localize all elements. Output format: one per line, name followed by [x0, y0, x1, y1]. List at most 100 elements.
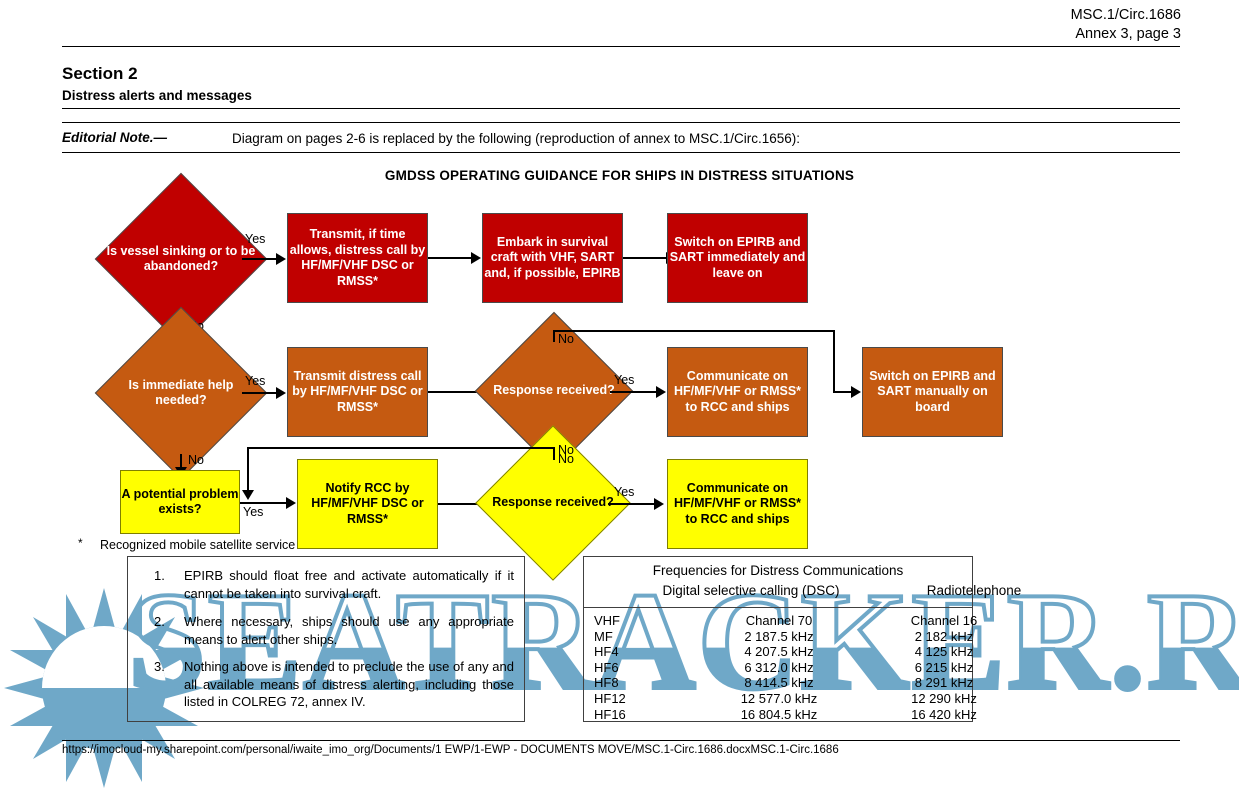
- cell-rt: 6 215 kHz: [914, 659, 974, 675]
- cell-band: HF8: [594, 675, 619, 691]
- divider-4: [62, 152, 1180, 153]
- edge-d2r-no-across: [553, 330, 835, 332]
- process-switch-on-epirb-sart[interactable]: Switch on EPIRB and SART immediately and…: [667, 213, 808, 303]
- table-row: HF16 16 804.5 kHz 16 420 kHz: [584, 706, 977, 723]
- cell-rt: 8 291 kHz: [914, 675, 974, 691]
- edge-d2r-nob-across: [247, 447, 555, 449]
- cell-rt: 4 125 kHz: [914, 644, 974, 660]
- footnote-text: Recognized mobile satellite service: [100, 538, 296, 552]
- process-communicate-rcc-ships-2[interactable]: Communicate on HF/MF/VHF or RMSS* to RCC…: [667, 347, 808, 437]
- edge-r2b1-d2r: [428, 391, 488, 393]
- edge-r1b1-r1b2: [428, 257, 473, 259]
- table-row: MF 2 187.5 kHz 2 182 kHz: [584, 628, 973, 645]
- arrow-d2r-no: [851, 386, 861, 398]
- cell-dsc: 4 207.5 kHz: [744, 644, 814, 660]
- frequencies-table: Frequencies for Distress Communications …: [583, 556, 1021, 723]
- edge-d2-no: [180, 454, 182, 476]
- footnote-marker: *: [78, 536, 83, 550]
- arrow-d2r-nob: [242, 490, 254, 500]
- list-item: 2. Where necessary, ships should use any…: [154, 613, 514, 648]
- edge-d3r-no-up: [553, 455, 555, 460]
- decision-is-vessel-sinking[interactable]: Is vessel sinking or to be abandoned?: [94, 172, 268, 346]
- edge-d2r-yes: [610, 391, 658, 393]
- decision-response-received-3[interactable]: Response received?: [475, 425, 631, 581]
- editorial-note-text: Diagram on pages 2-6 is replaced by the …: [232, 131, 801, 146]
- process-switch-on-epirb-sart-manual[interactable]: Switch on EPIRB and SART manually on boa…: [862, 347, 1003, 437]
- note-text: EPIRB should float free and activate aut…: [184, 568, 514, 601]
- process-notify-rcc[interactable]: Notify RCC by HF/MF/VHF DSC or RMSS*: [297, 459, 438, 549]
- page-header: MSC.1/Circ.1686 Annex 3, page 3: [1071, 6, 1181, 44]
- edge-r1b2-r1b3: [623, 257, 668, 259]
- document-page: MSC.1/Circ.1686 Annex 3, page 3 Section …: [62, 6, 1181, 756]
- edge-label-no-2: No: [188, 453, 204, 467]
- edge-label-yes-3r: Yes: [614, 485, 635, 499]
- arrow-d1-yes: [276, 253, 286, 265]
- cell-rt: 12 290 kHz: [911, 690, 977, 706]
- list-item: 1. EPIRB should float free and activate …: [154, 567, 514, 602]
- page-title: Section 2: [62, 64, 138, 83]
- cell-rt: Channel 16: [910, 613, 978, 628]
- decision-a-potential-problem-exists[interactable]: A potential problem exists?: [120, 470, 240, 534]
- edge-label-yes-1: Yes: [245, 232, 266, 246]
- process-embark-survival-craft[interactable]: Embark in survival craft with VHF, SART …: [482, 213, 623, 303]
- decision-label: Response received?: [492, 495, 614, 510]
- table-row: HF12 12 577.0 kHz 12 290 kHz: [584, 690, 977, 707]
- divider-2: [62, 108, 1180, 109]
- decision-label: Response received?: [493, 383, 615, 398]
- cell-rt: 2 182 kHz: [914, 628, 974, 644]
- note-number: 3.: [154, 659, 165, 674]
- cell-band: HF12: [594, 690, 626, 706]
- arrow-d3-yes: [286, 497, 296, 509]
- header-annex-page: Annex 3, page 3: [1075, 26, 1181, 42]
- edge-d2r-no-up: [553, 330, 555, 342]
- edge-label-no-2r-bottom: No: [558, 443, 574, 457]
- note-text: Where necessary, ships should use any ap…: [184, 614, 514, 647]
- edge-d2-yes: [242, 392, 278, 394]
- edge-d1-yes: [242, 258, 278, 260]
- arrow-d3r-yes: [654, 498, 664, 510]
- table-row: HF6 6 312.0 kHz 6 215 kHz: [584, 659, 973, 676]
- edge-r3b1-d3r: [438, 503, 498, 505]
- decision-is-immediate-help-needed[interactable]: Is immediate help needed?: [94, 306, 268, 480]
- process-transmit-distress-call-2[interactable]: Transmit distress call by HF/MF/VHF DSC …: [287, 347, 428, 437]
- arrow-r1b1-r1b2: [471, 252, 481, 264]
- table-header-divider: [584, 607, 972, 608]
- cell-band: HF6: [594, 659, 619, 675]
- header-doc-ref: MSC.1/Circ.1686: [1070, 7, 1181, 23]
- table-row: HF4 4 207.5 kHz 4 125 kHz: [584, 644, 973, 660]
- column-header-dsc: Digital selective calling (DSC): [662, 583, 840, 598]
- footer-divider: [62, 740, 1180, 741]
- table-row: HF8 8 414.5 kHz 8 291 kHz: [584, 675, 973, 691]
- notes-box: 1. EPIRB should float free and activate …: [127, 556, 525, 722]
- divider-3: [62, 122, 1180, 123]
- cell-band: HF16: [594, 706, 626, 722]
- table-row: VHF Channel 70 Channel 16: [584, 613, 977, 629]
- decision-response-received-2[interactable]: Response received?: [474, 311, 634, 471]
- frequencies-title: Frequencies for Distress Communications: [652, 563, 904, 578]
- cell-dsc: 12 577.0 kHz: [740, 690, 818, 706]
- edge-label-no-2r-top: No: [558, 332, 574, 346]
- edge-d2r-no-in: [833, 391, 853, 393]
- cell-dsc: 6 312.0 kHz: [744, 659, 814, 675]
- process-communicate-rcc-ships-3[interactable]: Communicate on HF/MF/VHF or RMSS* to RCC…: [667, 459, 808, 549]
- cell-band: VHF: [594, 613, 620, 628]
- cell-band: MF: [594, 628, 613, 644]
- list-item: 3. Nothing above is intended to preclude…: [154, 658, 514, 711]
- header-divider: [62, 46, 1180, 47]
- arrow-d2r-yes: [656, 386, 666, 398]
- edge-label-no-3r: No: [558, 452, 574, 466]
- edge-d2r-nob-drop: [247, 447, 249, 495]
- edge-label-yes-2r: Yes: [614, 373, 635, 387]
- footer-url: https://imocloud-my.sharepoint.com/perso…: [62, 744, 839, 756]
- editorial-note-label: Editorial Note.—: [62, 130, 168, 145]
- note-number: 2.: [154, 614, 165, 629]
- cell-dsc: 8 414.5 kHz: [744, 675, 814, 691]
- process-transmit-distress-call-1[interactable]: Transmit, if time allows, distress call …: [287, 213, 428, 303]
- edge-label-yes-2: Yes: [245, 374, 266, 388]
- diagram-title: GMDSS OPERATING GUIDANCE FOR SHIPS IN DI…: [384, 168, 855, 183]
- decision-label: Is vessel sinking or to be abandoned?: [106, 243, 256, 274]
- edge-d3r-yes: [608, 503, 656, 505]
- decision-label: Is immediate help needed?: [128, 377, 234, 408]
- note-number: 1.: [154, 568, 165, 583]
- cell-dsc: Channel 70: [745, 613, 813, 628]
